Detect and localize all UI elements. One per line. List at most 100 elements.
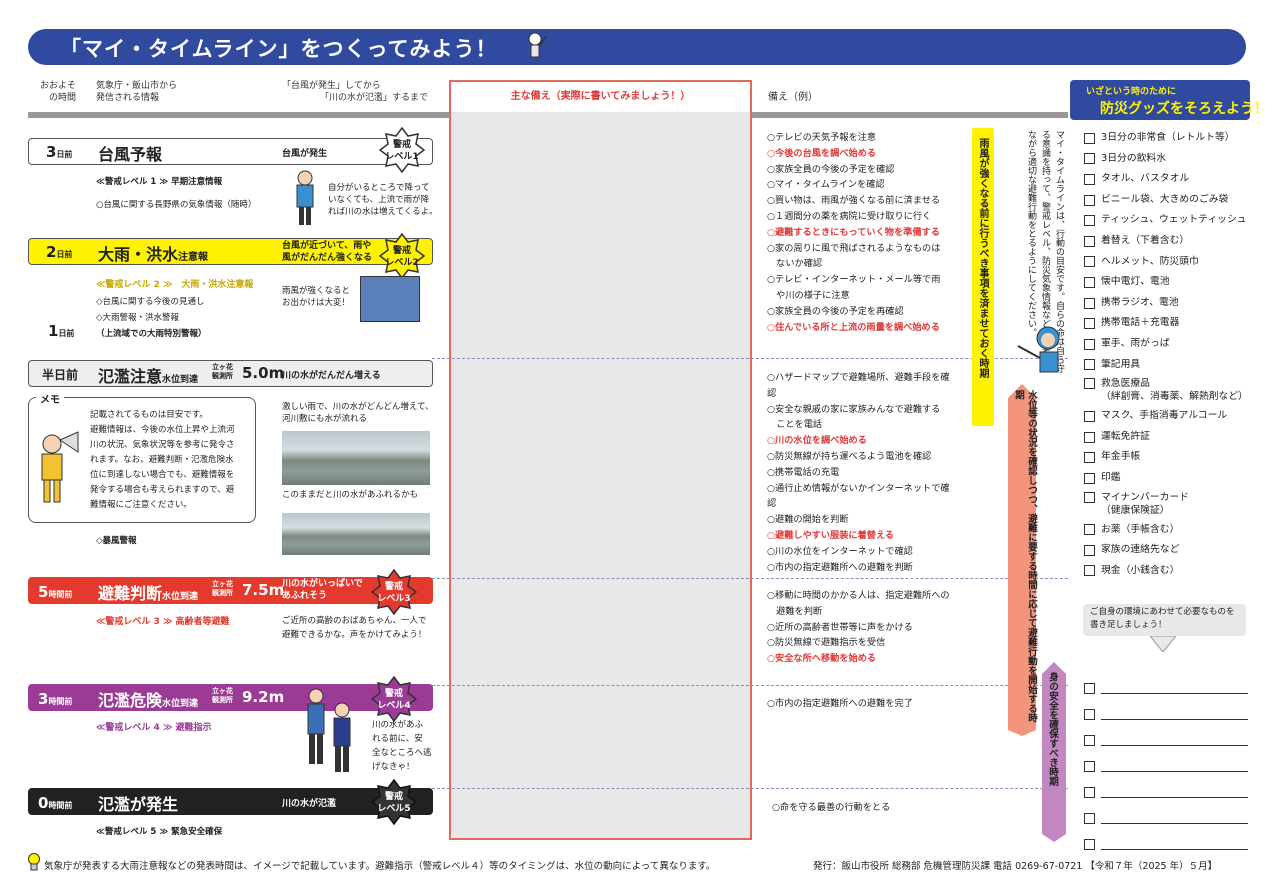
checkbox[interactable] bbox=[1084, 761, 1095, 772]
svg-text:レベル5: レベル5 bbox=[377, 803, 410, 814]
blank-checkbox-line[interactable] bbox=[1084, 798, 1248, 824]
checkbox[interactable] bbox=[1084, 787, 1095, 798]
divider bbox=[432, 685, 1068, 686]
blank-checkbox-line[interactable] bbox=[1084, 720, 1248, 746]
goods-item[interactable]: ティッシュ、ウェットティッシュ bbox=[1084, 210, 1264, 231]
speech-text: ご近所の高齢のおばあちゃん、一人で 避難できるかな。声をかけてみよう！ bbox=[282, 616, 427, 640]
goods-item[interactable]: 現金（小銭含む） bbox=[1084, 561, 1264, 582]
station-label: 立ヶ花 観測所 bbox=[212, 363, 233, 380]
checkbox[interactable] bbox=[1084, 565, 1095, 577]
svg-text:警戒: 警戒 bbox=[393, 244, 411, 256]
custom-note-box bbox=[1083, 604, 1246, 636]
goods-item[interactable]: 運転免許証 bbox=[1084, 427, 1264, 448]
goods-item[interactable]: 家族の連絡先など bbox=[1084, 540, 1264, 561]
level-note: 川の水が氾濫 bbox=[282, 799, 337, 809]
period-arrow-purple bbox=[1042, 662, 1066, 842]
goods-item[interactable]: 携帯ラジオ、電池 bbox=[1084, 293, 1264, 314]
checkbox[interactable] bbox=[1084, 839, 1095, 850]
speech-text: 自分がいるところで降って いなくても、上流で雨が降 れば川の水は増えてくるよ。 bbox=[328, 183, 438, 217]
goods-item[interactable]: ビニール袋、大きめのごみ袋 bbox=[1084, 190, 1264, 211]
goods-item[interactable]: 着替え（下着含む） bbox=[1084, 231, 1264, 252]
checkbox[interactable] bbox=[1084, 431, 1095, 443]
goods-item[interactable]: 軍手、雨がっぱ bbox=[1084, 334, 1264, 355]
checkbox[interactable] bbox=[1084, 256, 1095, 268]
alert-level-1-badge: 警戒 レベル1 bbox=[378, 126, 426, 174]
goods-item[interactable]: マスク、手指消毒アルコール bbox=[1084, 406, 1264, 427]
goods-item[interactable]: 印鑑 bbox=[1084, 468, 1264, 489]
checkbox[interactable] bbox=[1084, 683, 1095, 694]
checkbox[interactable] bbox=[1084, 544, 1095, 556]
blank-checkbox-line[interactable] bbox=[1084, 824, 1248, 850]
info-item: ◇大雨警報・洪水警報 bbox=[96, 313, 180, 323]
prep-item: ○避難しやすい服装に着替える bbox=[767, 529, 895, 541]
prep-item: ○避難するときにもっていく物を準備する bbox=[767, 226, 940, 238]
goods-item[interactable]: 携帯電話＋充電器 bbox=[1084, 313, 1264, 334]
goods-label: 年金手帳 bbox=[1101, 451, 1141, 463]
prep-item: ことを電話 bbox=[767, 419, 823, 431]
checkbox[interactable] bbox=[1084, 524, 1095, 536]
checkbox[interactable] bbox=[1084, 410, 1095, 422]
checkbox[interactable] bbox=[1084, 709, 1095, 720]
checkbox[interactable] bbox=[1084, 491, 1095, 503]
goods-item[interactable]: 3日分の飲料水 bbox=[1084, 149, 1264, 170]
checkbox[interactable] bbox=[1084, 276, 1095, 288]
prep-item: ○家族全員の今後の予定を再確認 bbox=[767, 305, 904, 317]
water-level: 9.2m bbox=[242, 688, 285, 706]
checkbox[interactable] bbox=[1084, 452, 1095, 464]
period-arrow-salmon bbox=[1008, 384, 1036, 736]
goods-label: 家族の連絡先など bbox=[1101, 544, 1180, 556]
level-title: 大雨・洪水注意報 bbox=[98, 245, 209, 264]
photo-caption: 激しい雨で、川の水がどんどん増えて、 河川敷にも水が流れる bbox=[282, 402, 434, 424]
blank-checkbox-line[interactable] bbox=[1084, 746, 1248, 772]
prep-item: ○移動に時間のかかる人は、指定避難所への bbox=[767, 590, 950, 601]
goods-label: 懐中電灯、電池 bbox=[1101, 276, 1170, 288]
goods-item[interactable]: 3日分の非常食（レトルト等） bbox=[1084, 128, 1264, 149]
arrow-down-icon bbox=[1150, 636, 1176, 652]
checkbox[interactable] bbox=[1084, 813, 1095, 824]
col-time: おおよそ の時間 bbox=[39, 81, 76, 103]
period-label: 雨風が強くなる前に行うべき事項を済ませておく時期 bbox=[977, 138, 988, 378]
water-level: 5.0m bbox=[242, 364, 285, 382]
checkbox[interactable] bbox=[1084, 359, 1095, 371]
col-example: 備え（例） bbox=[768, 92, 818, 103]
page-title: 「マイ・タイムライン」をつくってみよう！ bbox=[60, 37, 498, 61]
prep-item: ○家の周りに風で飛ばされるようなものは bbox=[767, 242, 941, 254]
lightbulb-icon bbox=[28, 853, 40, 871]
checkbox[interactable] bbox=[1084, 735, 1095, 746]
goods-label: 運転免許証 bbox=[1101, 430, 1150, 442]
goods-item[interactable]: 筆記用具 bbox=[1084, 355, 1264, 376]
goods-item[interactable]: お薬（手帳含む） bbox=[1084, 520, 1264, 541]
prep-item: ○ハザードマップで避難場所、避難手段を確認 bbox=[767, 372, 950, 399]
checkbox[interactable] bbox=[1084, 297, 1095, 309]
checkbox[interactable] bbox=[1084, 338, 1095, 350]
checkbox[interactable] bbox=[1084, 194, 1095, 206]
goods-item[interactable]: 救急医療品 （絆創膏、消毒薬、解熱剤など） bbox=[1084, 377, 1264, 403]
goods-item[interactable]: マイナンバーカード （健康保険証） bbox=[1084, 491, 1264, 517]
goods-item[interactable]: 懐中電灯、電池 bbox=[1084, 272, 1264, 293]
custom-goods-lines bbox=[1084, 668, 1248, 850]
goods-item[interactable]: 年金手帳 bbox=[1084, 447, 1264, 468]
checkbox[interactable] bbox=[1084, 153, 1095, 165]
goods-item[interactable]: タオル、バスタオル bbox=[1084, 169, 1264, 190]
blank-checkbox-line[interactable] bbox=[1084, 668, 1248, 694]
divider bbox=[432, 358, 1068, 359]
blank-checkbox-line[interactable] bbox=[1084, 772, 1248, 798]
checkbox[interactable] bbox=[1084, 235, 1095, 247]
checkbox[interactable] bbox=[1084, 472, 1095, 484]
checkbox[interactable] bbox=[1084, 215, 1095, 227]
level-title: 氾濫が発生 bbox=[98, 795, 179, 814]
prep-item: ○携帯電話の充電 bbox=[767, 466, 840, 478]
checkbox[interactable] bbox=[1084, 378, 1095, 390]
svg-text:レベル2: レベル2 bbox=[385, 257, 418, 268]
goods-item[interactable]: ヘルメット、防災頭巾 bbox=[1084, 252, 1264, 273]
goods-label: 筆記用具 bbox=[1101, 358, 1141, 370]
goods-label: 着替え（下着含む） bbox=[1101, 234, 1190, 246]
checkbox[interactable] bbox=[1084, 132, 1095, 144]
level-title: 避難判断水位到達 bbox=[98, 584, 199, 603]
blank-checkbox-line[interactable] bbox=[1084, 694, 1248, 720]
checkbox[interactable] bbox=[1084, 318, 1095, 330]
prep-item: ○テレビの天気予報を注意 bbox=[767, 132, 877, 143]
checkbox[interactable] bbox=[1084, 173, 1095, 185]
main-prep-area[interactable] bbox=[449, 80, 752, 840]
prep-item: ○マイ・タイムラインを確認 bbox=[767, 179, 885, 191]
